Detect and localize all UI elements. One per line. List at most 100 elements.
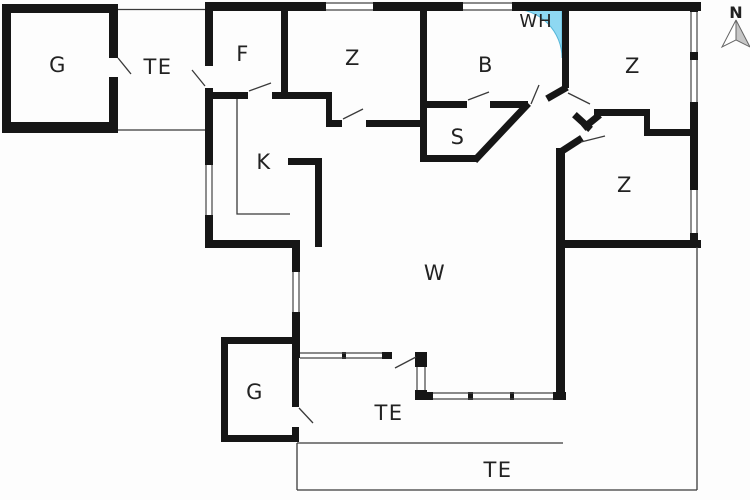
window	[415, 367, 427, 390]
room-label-bedroom-ne: Z	[625, 54, 641, 78]
room-label-sauna: S	[451, 125, 466, 149]
window	[326, 2, 373, 11]
door-swing	[467, 91, 490, 101]
wall-mullion	[468, 392, 473, 400]
window-frame	[433, 392, 553, 400]
wall-segment	[109, 4, 118, 58]
window-gap	[690, 60, 698, 102]
wall-segment	[644, 109, 650, 136]
window-frame	[463, 2, 512, 11]
window	[463, 2, 512, 11]
door-swing	[298, 407, 314, 424]
window-frame	[326, 2, 373, 11]
wall-segment	[2, 122, 118, 133]
door-swing	[117, 57, 132, 75]
window	[690, 12, 698, 52]
wall-segment	[558, 240, 701, 248]
window-gap	[326, 2, 373, 11]
window-frame	[292, 272, 300, 312]
kitchen-counter-line	[236, 99, 290, 215]
wall-mullion	[510, 392, 514, 400]
window-frame	[690, 12, 698, 52]
wall-segment	[288, 158, 322, 165]
window	[205, 165, 213, 215]
wall-segment	[366, 120, 427, 127]
diagonal-walls	[472, 84, 602, 163]
wall-segment	[2, 4, 118, 13]
window-frame	[690, 190, 698, 233]
wall-segment	[205, 240, 300, 248]
wall-segment	[562, 2, 569, 88]
wall-segment	[382, 352, 392, 359]
wall-mullion	[342, 352, 346, 359]
compass-arrow-icon	[720, 19, 737, 49]
window-frame	[205, 165, 213, 215]
wall-segment	[109, 77, 118, 133]
door-swings	[117, 57, 606, 424]
wall-segment	[415, 352, 427, 367]
room-label-terrace-s: TE	[482, 458, 512, 482]
window	[292, 272, 300, 312]
window	[690, 190, 698, 233]
window-gap	[690, 12, 698, 52]
window-frame	[416, 367, 426, 390]
wall-segment	[490, 101, 528, 108]
wall-segment	[205, 2, 326, 11]
room-label-bathroom: B	[478, 53, 494, 77]
wall-segment	[292, 312, 300, 358]
room-label-garage-nw: G	[49, 53, 67, 77]
door-swing	[191, 69, 206, 87]
wall-segment	[512, 2, 701, 11]
window-frame	[300, 352, 382, 359]
wall-segment	[690, 52, 698, 60]
window-gap	[415, 367, 427, 390]
door-swing	[580, 135, 606, 143]
wall-segment	[221, 337, 298, 344]
wall-segment	[427, 392, 433, 400]
wall-diagonal-stub	[581, 112, 602, 131]
room-label-bedroom-e: Z	[617, 173, 633, 197]
window-band	[300, 352, 553, 400]
window-gap	[292, 272, 300, 312]
wall-segment	[427, 101, 467, 108]
wall-segment	[205, 2, 213, 66]
room-label-terrace-nw: TE	[142, 55, 172, 79]
thin-lines	[118, 8, 698, 491]
wall-diagonal-sauna	[472, 101, 531, 163]
window	[690, 60, 698, 102]
window-frame	[690, 60, 698, 102]
room-label-entry-f: F	[236, 42, 250, 66]
wall-segment	[644, 129, 698, 136]
room-label-bedroom-n: Z	[345, 46, 361, 70]
wall-segment	[556, 148, 565, 398]
wall-segment	[2, 4, 11, 133]
window-gap	[463, 2, 512, 11]
wall-segment	[690, 102, 698, 190]
compass-arrow-icon	[735, 19, 750, 48]
walls	[2, 2, 701, 442]
wall-segment	[553, 392, 566, 400]
room-label-shed-south: G	[246, 380, 264, 404]
windows	[205, 2, 698, 400]
wall-segment	[272, 92, 332, 99]
room-label-living-room: W	[424, 261, 446, 285]
room-labels: G TE F Z B WH Z S Z K W G TE TE	[49, 11, 641, 482]
wall-segment	[205, 88, 213, 165]
room-label-kitchen: K	[256, 150, 271, 174]
wall-segment	[292, 427, 299, 442]
wall-segment	[690, 2, 698, 12]
room-label-water-heater: WH	[519, 11, 552, 32]
door-swing	[567, 92, 591, 105]
wall-segment	[420, 155, 477, 162]
wall-segment	[221, 337, 228, 442]
compass: N	[720, 3, 750, 49]
door-swing	[394, 356, 417, 369]
wall-segment	[292, 240, 300, 272]
wall-segment	[420, 2, 427, 162]
door-swing	[248, 82, 272, 92]
room-label-terrace-mid: TE	[373, 401, 403, 425]
door-swing	[342, 108, 364, 120]
window-gap	[690, 190, 698, 233]
